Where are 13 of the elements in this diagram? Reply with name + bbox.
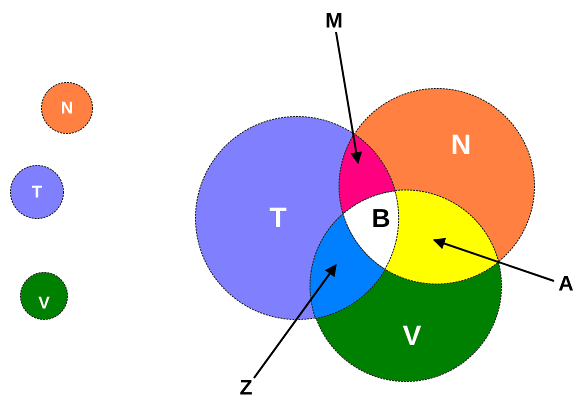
circle-label: N [450,131,472,159]
circle-label: T [269,204,287,232]
circle-label: V [38,294,50,312]
circle-label: T [32,184,42,200]
leader-line [253,264,337,379]
leader-line [335,32,362,164]
callout-letter: A [558,274,574,294]
leader-line [432,238,554,282]
circle-label: N [60,100,74,116]
region-label: B [372,204,390,231]
callout-letter: M [325,10,343,32]
circle-label: V [402,322,422,350]
callout-letter: Z [240,378,252,398]
